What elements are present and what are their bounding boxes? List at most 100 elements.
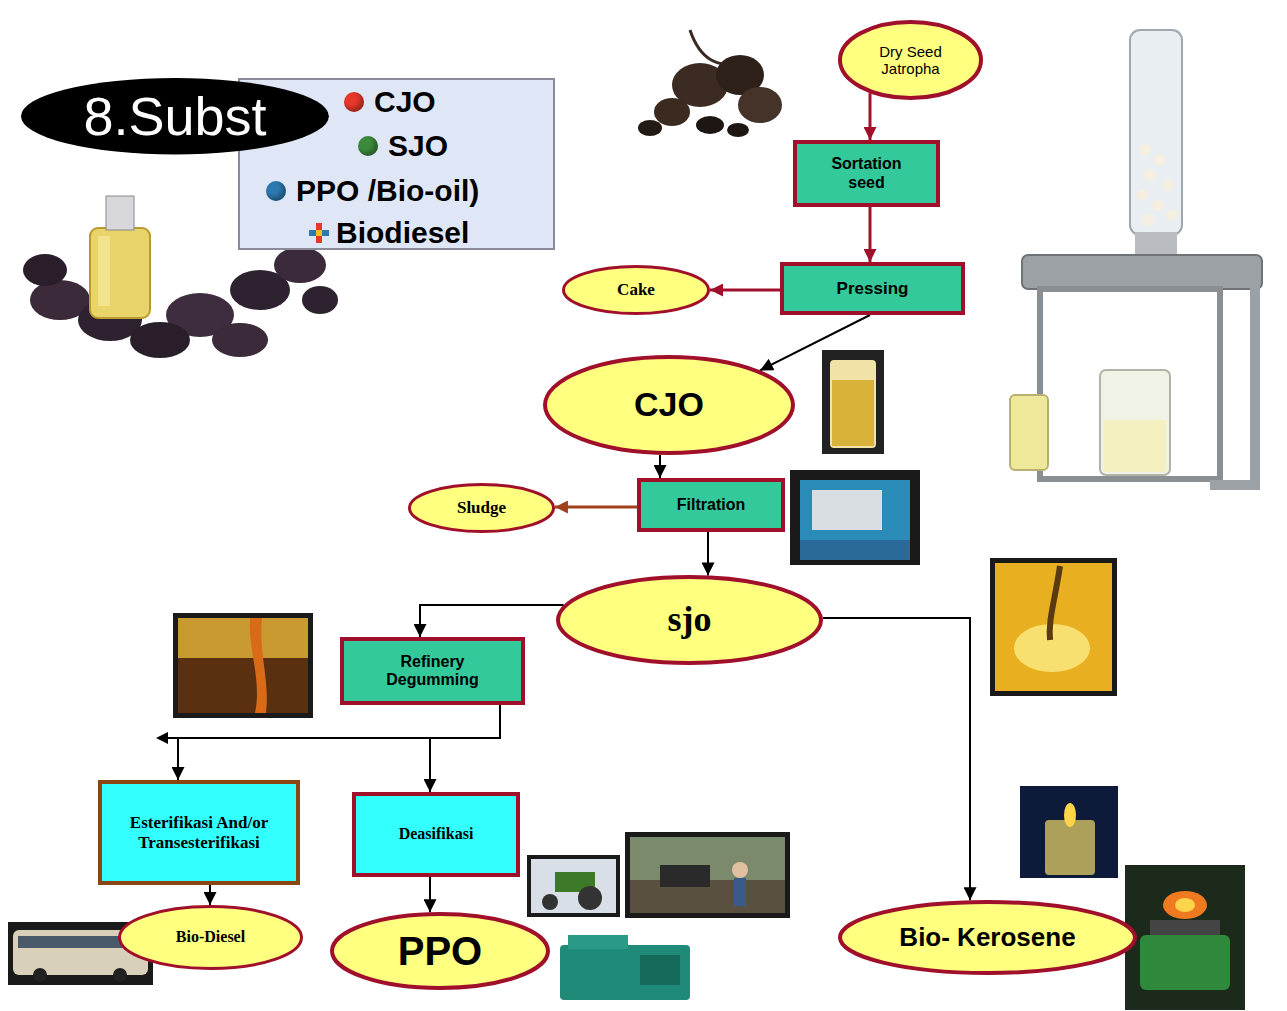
legend-label: Biodiesel <box>336 216 469 249</box>
process-box: Pressing <box>780 262 965 315</box>
process-box: Esterifikasi And/or Transesterifikasi <box>98 780 300 885</box>
oil-bottle-photo <box>302 286 338 314</box>
flow-arrow <box>209 885 211 905</box>
oil-press-photo <box>1130 30 1182 235</box>
node-text-holder: Esterifikasi And/or Transesterifikasi <box>102 784 296 881</box>
node-label: Cake <box>617 280 655 300</box>
node-text-holder: 8.Subst <box>21 78 329 154</box>
hand-tractor-photo <box>625 832 790 918</box>
generator-photo <box>640 955 680 985</box>
legend-swatch <box>358 136 378 156</box>
oil-press-photo <box>1100 370 1170 475</box>
node-label: sjo <box>668 599 712 640</box>
node-text-holder: Deasifikasi <box>356 796 516 873</box>
stove-photo <box>1125 865 1245 1010</box>
bus-photo <box>113 968 127 982</box>
product-ellipse: CJO <box>543 355 795 455</box>
bus-photo <box>33 968 47 982</box>
oil-splash-photo <box>990 558 1117 696</box>
tractor-photo <box>527 855 620 917</box>
process-box: Deasifikasi <box>352 792 520 877</box>
oil-press-photo <box>1144 169 1156 181</box>
process-box: Refinery Degumming <box>340 637 525 705</box>
stove-photo <box>1125 865 1245 1010</box>
oil-bottle-photo <box>212 323 268 357</box>
oil-press-photo <box>1142 214 1154 226</box>
product-ellipse: Bio- Kerosene <box>838 900 1137 975</box>
stove-photo <box>1150 920 1220 935</box>
oil-bottle-photo <box>106 196 134 230</box>
node-text-holder: Bio- Kerosene <box>838 900 1137 975</box>
tractor-photo <box>527 855 620 917</box>
beaker-photo <box>832 380 874 446</box>
seed-photo <box>654 98 690 126</box>
beaker-photo <box>822 350 884 454</box>
oil-pour-photo <box>250 618 267 713</box>
generator-photo <box>555 928 695 1008</box>
oil-press-photo <box>1136 189 1148 201</box>
oil-press-photo <box>1040 289 1220 479</box>
oil-pour-photo <box>178 618 308 658</box>
flow-arrow <box>429 877 431 912</box>
node-outline <box>410 485 554 532</box>
oil-pour-photo <box>173 613 313 718</box>
node-label: Sortation seed <box>812 155 922 192</box>
node-text-holder: Cake <box>562 265 710 315</box>
flow-arrow <box>869 93 872 140</box>
legend-label: PPO /Bio-oil) <box>296 174 479 207</box>
legend-swatch <box>308 222 330 244</box>
stove-photo <box>1175 898 1195 912</box>
node-label: CJO <box>634 385 704 424</box>
flow-arrow <box>420 605 564 637</box>
legend-item: SJO <box>358 129 448 162</box>
filter-press-photo <box>812 490 882 530</box>
node-label: Sludge <box>457 498 506 518</box>
legend-swatch <box>316 223 322 243</box>
product-ellipse: PPO <box>330 912 550 990</box>
node-text-holder: sjo <box>556 575 823 665</box>
process-box: Filtration <box>637 478 785 532</box>
node-text-holder: Bio-Diesel <box>118 905 303 970</box>
oil-press-photo <box>1152 199 1164 211</box>
node-text-holder: Sludge <box>408 483 555 533</box>
node-outline <box>545 357 793 453</box>
byproduct-ellipse: Cake <box>562 265 710 315</box>
node-label: PPO <box>398 928 482 974</box>
product-ellipse: sjo <box>556 575 823 665</box>
legend-swatch <box>344 92 364 112</box>
legend-swatch <box>309 230 329 236</box>
flow-arrow <box>659 455 661 478</box>
legend-label: CJO <box>374 85 436 118</box>
flow-arrow <box>430 705 500 792</box>
byproduct-ellipse: Sludge <box>408 483 555 533</box>
generator-photo <box>568 935 628 949</box>
oil-lamp-photo <box>1064 803 1076 827</box>
oil-press-photo <box>1022 255 1262 289</box>
node-label: Bio- Kerosene <box>899 923 1075 953</box>
tractor-photo <box>578 886 602 910</box>
flow-arrow <box>555 506 637 509</box>
oil-press-photo <box>1154 154 1166 166</box>
oil-press-photo <box>1210 480 1260 490</box>
legend-swatch <box>266 181 286 201</box>
branch-arrow-stub <box>156 732 168 744</box>
flow-arrow <box>178 705 500 780</box>
legend-item: CJO <box>344 85 436 118</box>
node-outline <box>840 902 1135 973</box>
beaker-photo <box>830 360 876 448</box>
branch-arrow-stub <box>156 732 178 744</box>
node-text-holder: Refinery Degumming <box>344 641 521 701</box>
node-text-holder: Pressing <box>784 266 961 311</box>
legend-item: Biodiesel <box>308 216 469 249</box>
filter-press-photo <box>800 540 910 560</box>
seed-photo <box>638 30 782 137</box>
hand-tractor-photo <box>734 878 746 906</box>
generator-photo <box>555 928 695 1008</box>
node-outline <box>558 577 821 663</box>
flow-arrow <box>760 315 870 370</box>
tractor-photo <box>542 894 558 910</box>
oil-bottle-photo <box>90 228 150 318</box>
flow-arrow <box>823 618 970 900</box>
node-label: Filtration <box>677 496 745 514</box>
